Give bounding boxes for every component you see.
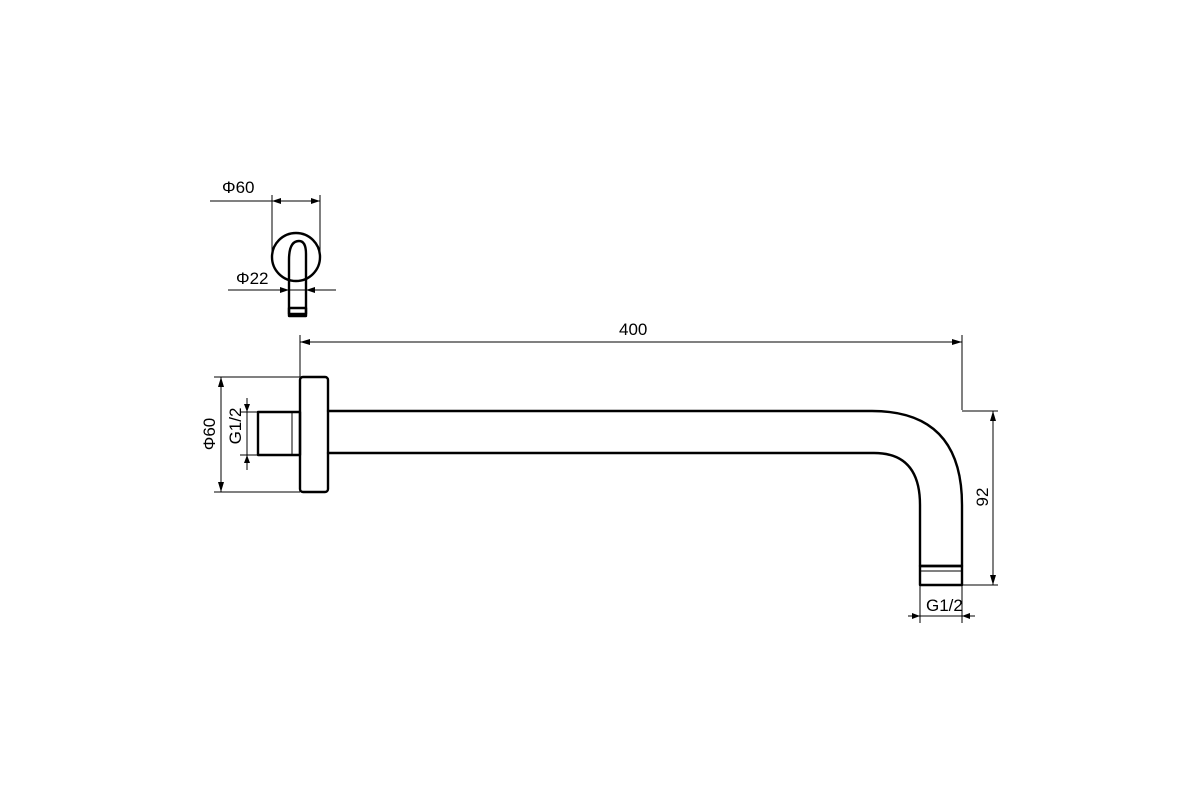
dimension-arrow — [962, 613, 970, 619]
dimension-label-flange: Φ60 — [200, 418, 219, 450]
dimension-arrow — [311, 198, 320, 204]
wall-flange — [298, 375, 330, 494]
dimension-label-top-flange: Φ60 — [222, 178, 254, 197]
dimension-arrow — [912, 613, 920, 619]
dimension-arrow — [272, 198, 281, 204]
dimension-label-top-pipe: Φ22 — [236, 269, 268, 288]
top-view-flange — [270, 231, 322, 283]
inlet-thread-stub — [256, 410, 302, 457]
top-view-pipe-end — [287, 306, 308, 318]
dimension-label-length: 400 — [619, 320, 647, 339]
dimension-label-inlet-thread: G1/2 — [226, 408, 245, 445]
dimension-arrow — [990, 411, 996, 421]
dimension-arrow — [218, 377, 224, 387]
outlet-thread-nut — [918, 564, 964, 587]
dimension-arrow — [218, 482, 224, 492]
dimension-arrow — [306, 287, 315, 293]
shower-arm — [326, 409, 964, 568]
dimension-arrow — [300, 339, 310, 345]
dimension-arrow — [952, 339, 962, 345]
dimension-arrow — [280, 287, 289, 293]
top-view: Φ60 Φ22 — [210, 178, 336, 318]
dimension-label-outlet-thread: G1/2 — [926, 596, 963, 615]
side-view: 400 Φ60 G1/2 92 — [200, 320, 998, 623]
dimension-label-drop: 92 — [973, 488, 992, 507]
dimension-arrow — [244, 455, 250, 463]
dimension-arrow — [990, 575, 996, 585]
top-view-pipe — [287, 239, 308, 316]
dimension-arrow — [244, 404, 250, 412]
